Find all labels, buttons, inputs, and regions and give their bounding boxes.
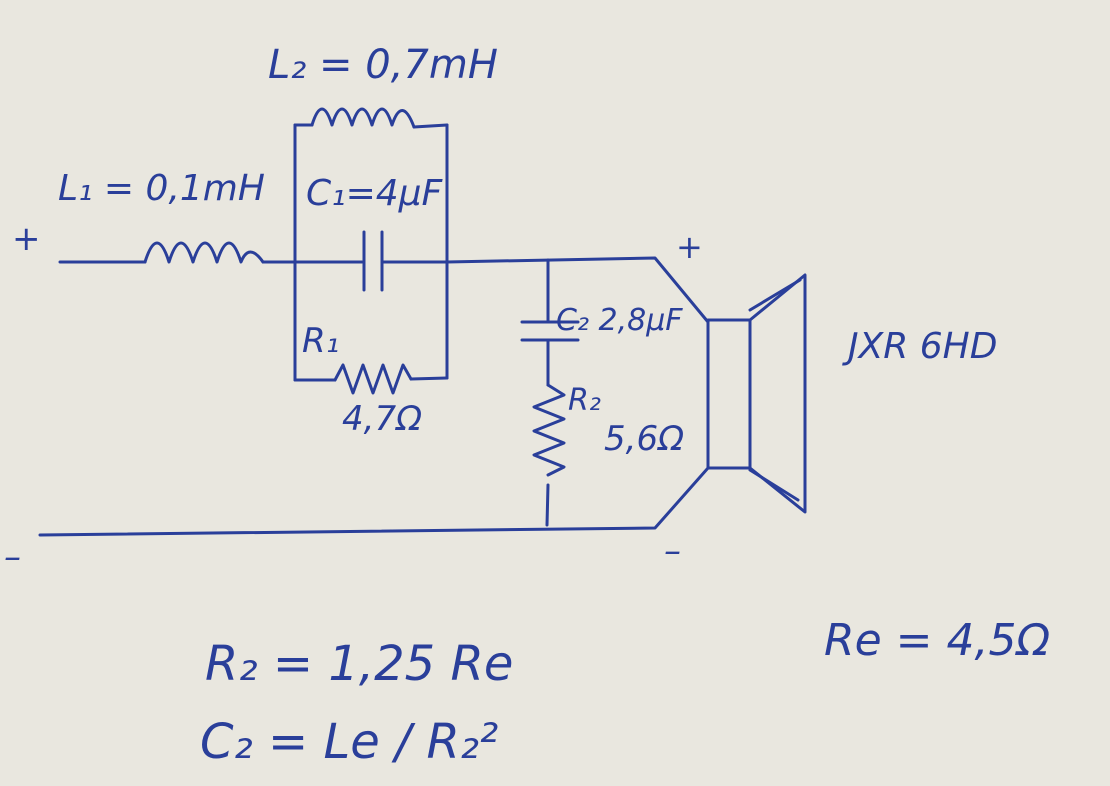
inductor-l1 <box>143 241 265 264</box>
speaker-cone <box>748 273 807 514</box>
return-wire <box>38 466 710 537</box>
c1-label: C₁=4μF <box>306 173 444 214</box>
formula-r2: R₂ = 1,25 Re <box>205 636 513 692</box>
shunt-wire-bottom <box>545 483 550 527</box>
c2-label: C₂ 2,8μF <box>556 303 683 338</box>
speaker-plus: + <box>676 228 703 266</box>
speaker-magnet <box>706 318 752 470</box>
r1-wire-right <box>409 376 449 381</box>
resistor-r1 <box>333 363 413 395</box>
l2-label: L₂ = 0,7mH <box>268 42 498 88</box>
formula-re: Re = 4,5Ω <box>824 615 1050 666</box>
r2-label: R₂ <box>568 383 601 418</box>
speaker-cone-line-top <box>748 278 802 312</box>
input-plus: + <box>12 219 41 259</box>
top-wire-right <box>412 123 449 129</box>
speaker-model: JXR 6HD <box>842 326 997 367</box>
l1-label: L₁ = 0,1mH <box>58 168 265 209</box>
r2-value: 5,6Ω <box>604 419 684 459</box>
r1-value: 4,7Ω <box>342 399 422 439</box>
r1-label: R₁ <box>302 321 339 361</box>
formula-c2: C₂ = Le / R₂² <box>200 714 498 770</box>
resistor-r2 <box>532 383 566 477</box>
speaker-cone-line-bottom <box>748 468 800 502</box>
speaker-minus: – <box>664 531 681 571</box>
main-wire <box>445 256 710 324</box>
input-minus: – <box>4 537 21 577</box>
inductor-l2 <box>310 107 416 129</box>
